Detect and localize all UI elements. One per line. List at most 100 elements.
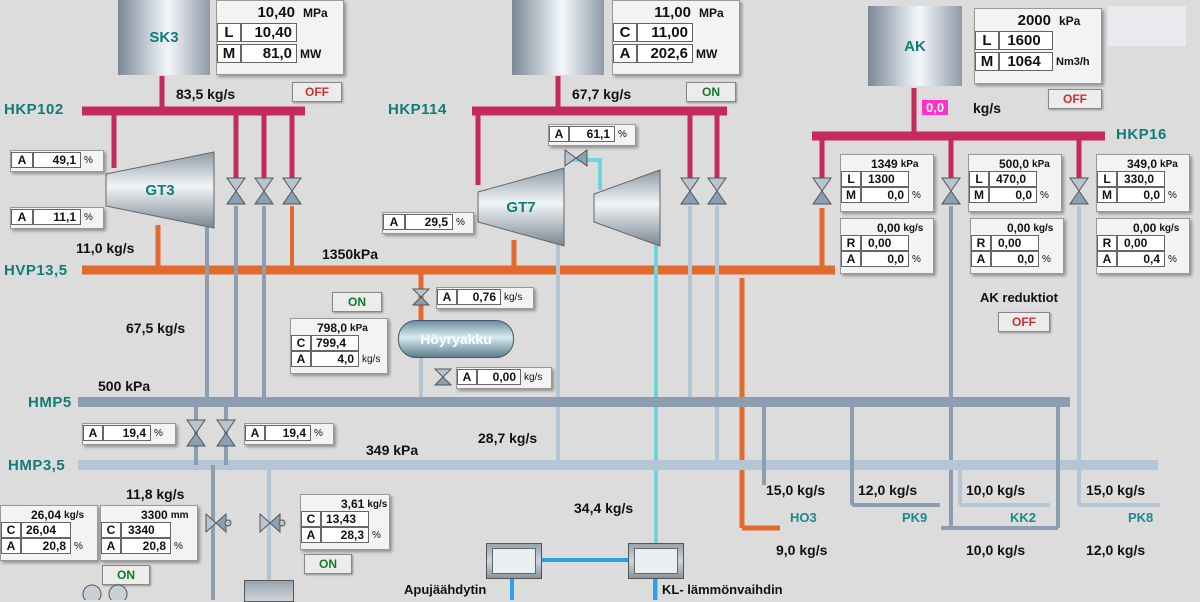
valve-icon[interactable] [940, 176, 962, 206]
header-hmp3-5: HMP3,5 [8, 457, 66, 474]
sk3-setpoint-field[interactable]: 10,40 [241, 23, 297, 42]
header-hkp102: HKP102 [4, 101, 64, 118]
lower-left-2-a-field[interactable]: 20,8 [121, 538, 171, 554]
gt3-upper-value[interactable]: 49,1 [33, 152, 81, 168]
hoyryakku-accumulator[interactable]: Höyryakku [398, 320, 514, 358]
hmp-valve-1-value[interactable]: 19,4 [103, 425, 151, 441]
reduction-1-setpoint-field[interactable]: 1300 [861, 171, 909, 187]
reduction-3-a-field[interactable]: 0,4 [1117, 251, 1165, 267]
consumer-pk8: PK8 [1128, 510, 1154, 525]
reduction-2-a-field[interactable]: 0,0 [991, 251, 1039, 267]
hoyryakku-flow-field[interactable]: 4,0 [311, 351, 359, 367]
pk8-flow-bottom: 12,0 kg/s [1086, 542, 1146, 558]
reduction-2-ratio-field[interactable]: 0,00 [991, 235, 1039, 251]
reduction-3-pressure-value: 349,0 [1127, 157, 1158, 171]
reduction-1-m-key: M [841, 187, 861, 203]
reduction-1-a-field[interactable]: 0,0 [861, 251, 909, 267]
hoyryakku-out-valve-panel: A 0,00 kg/s [456, 367, 552, 389]
reduction-2-output-field[interactable]: 0,0 [989, 187, 1037, 203]
gt3-lower-value[interactable]: 11,1 [33, 209, 81, 225]
reduction-3-ratio-field[interactable]: 0,00 [1117, 235, 1165, 251]
valve-icon[interactable] [215, 418, 237, 448]
ak-off-button[interactable]: OFF [1048, 89, 1102, 109]
valve-icon[interactable] [225, 176, 247, 206]
valve-icon[interactable] [433, 367, 453, 387]
reduction-3-setpoint-field[interactable]: 330,0 [1117, 171, 1165, 187]
lower-left-1-setpoint-field[interactable]: 26,04 [21, 522, 71, 538]
hoyryakku-in-value[interactable]: 0,76 [457, 289, 501, 305]
turbine-gt7[interactable]: GT7 [476, 166, 566, 248]
lower-pump-icon [82, 584, 128, 600]
center-mode-key: C [613, 23, 637, 42]
lower-left-1-a-field[interactable]: 20,8 [21, 538, 71, 554]
sk3-off-button[interactable]: OFF [292, 82, 342, 102]
valve-icon[interactable] [706, 176, 728, 206]
hoyryakku-in-valve-panel: A 0,76 kg/s [436, 287, 534, 309]
boiler-ak[interactable]: AK [868, 6, 962, 86]
reduction-1-pressure-value: 1349 [871, 157, 898, 171]
lower-left-2-level-unit: mm [170, 509, 189, 521]
hoyryakku-setpoint-field[interactable]: 799,4 [311, 335, 359, 351]
ak-flow-field[interactable]: 1064 [999, 52, 1053, 71]
hoyryakku-in-unit: kg/s [504, 291, 523, 303]
gt7-top-valve-panel: A 61,1 % [548, 124, 636, 146]
valve-icon[interactable] [679, 176, 701, 206]
valve-icon[interactable] [281, 176, 303, 206]
hoyryakku-out-unit: kg/s [524, 371, 543, 383]
reduction-2-flow-unit: kg/s [1033, 222, 1054, 234]
gt7-left-value[interactable]: 29,5 [405, 214, 453, 230]
valve-icon[interactable] [253, 176, 275, 206]
lower-left-3-on-button[interactable]: ON [304, 554, 352, 574]
lower-left-1-c-key: C [1, 522, 21, 538]
reduction-1-r-key: R [841, 235, 861, 251]
center-setpoint-field[interactable]: 11,00 [637, 23, 693, 42]
valve-icon[interactable] [258, 512, 286, 534]
valve-icon[interactable] [811, 176, 833, 206]
turbine-gt7-shape [477, 167, 565, 247]
center-on-button[interactable]: ON [686, 82, 736, 102]
gt7-top-value[interactable]: 61,1 [569, 126, 615, 142]
sk3-power-field[interactable]: 81,0 [241, 44, 297, 63]
ak-setpoint-field[interactable]: 1600 [999, 31, 1053, 50]
ho3-flow-top: 15,0 kg/s [766, 482, 826, 498]
gt7-top-unit: % [618, 128, 627, 140]
lower-left-2-setpoint-field[interactable]: 3340 [121, 522, 171, 538]
lower-left-1-on-button[interactable]: ON [102, 565, 150, 585]
kl-heat-exchanger[interactable] [628, 543, 684, 579]
valve-icon[interactable] [411, 287, 431, 307]
lower-left-3-c-key: C [301, 511, 321, 527]
valve-icon[interactable] [204, 512, 232, 534]
lower-left-1-flow-value: 26,04 [31, 508, 62, 522]
reduction-1-output-field[interactable]: 0,0 [861, 187, 909, 203]
hoyryakku-out-value[interactable]: 0,00 [477, 369, 521, 385]
hmp-valve-2-value[interactable]: 19,4 [265, 425, 311, 441]
boiler-center[interactable] [512, 0, 604, 75]
apujaahdytin-exchanger[interactable] [486, 543, 542, 579]
valve-icon[interactable] [563, 148, 589, 168]
hoyryakku-pressure-unit: kPa [350, 322, 368, 334]
reduction-3-output-field[interactable]: 0,0 [1117, 187, 1165, 203]
reduction-2-output-unit: % [1040, 189, 1049, 201]
reduction-1-ratio-field[interactable]: 0,00 [861, 235, 909, 251]
boiler-ak-label: AK [904, 37, 926, 55]
lower-left-2-a-key: A [101, 538, 121, 554]
hoyryakku-on-button[interactable]: ON [332, 292, 382, 312]
pk9-flow-top: 12,0 kg/s [858, 482, 918, 498]
ak-reduktiot-off-button[interactable]: OFF [998, 312, 1050, 332]
lower-left-3-a-field[interactable]: 28,3 [321, 527, 369, 543]
lower-left-3-setpoint-field[interactable]: 13,43 [321, 511, 369, 527]
lower-left-3-a-unit: % [372, 529, 381, 541]
gt7-left-key: A [383, 214, 405, 230]
valve-icon[interactable] [1068, 176, 1090, 206]
lower-left-3-a-key: A [301, 527, 321, 543]
reduction-2-setpoint-field[interactable]: 470,0 [989, 171, 1037, 187]
gt7-left-unit: % [456, 216, 465, 228]
center-power-field[interactable]: 202,6 [637, 44, 693, 63]
sk3-status-panel: 10,40 MPa L 10,40 M 81,0 MW [216, 0, 344, 75]
reduction-3-l-key: L [1097, 171, 1117, 187]
kk2-flow-bottom: 10,0 kg/s [966, 542, 1026, 558]
valve-icon[interactable] [185, 418, 207, 448]
turbine-gt3[interactable]: GT3 [104, 150, 216, 230]
boiler-sk3[interactable]: SK3 [118, 0, 210, 75]
